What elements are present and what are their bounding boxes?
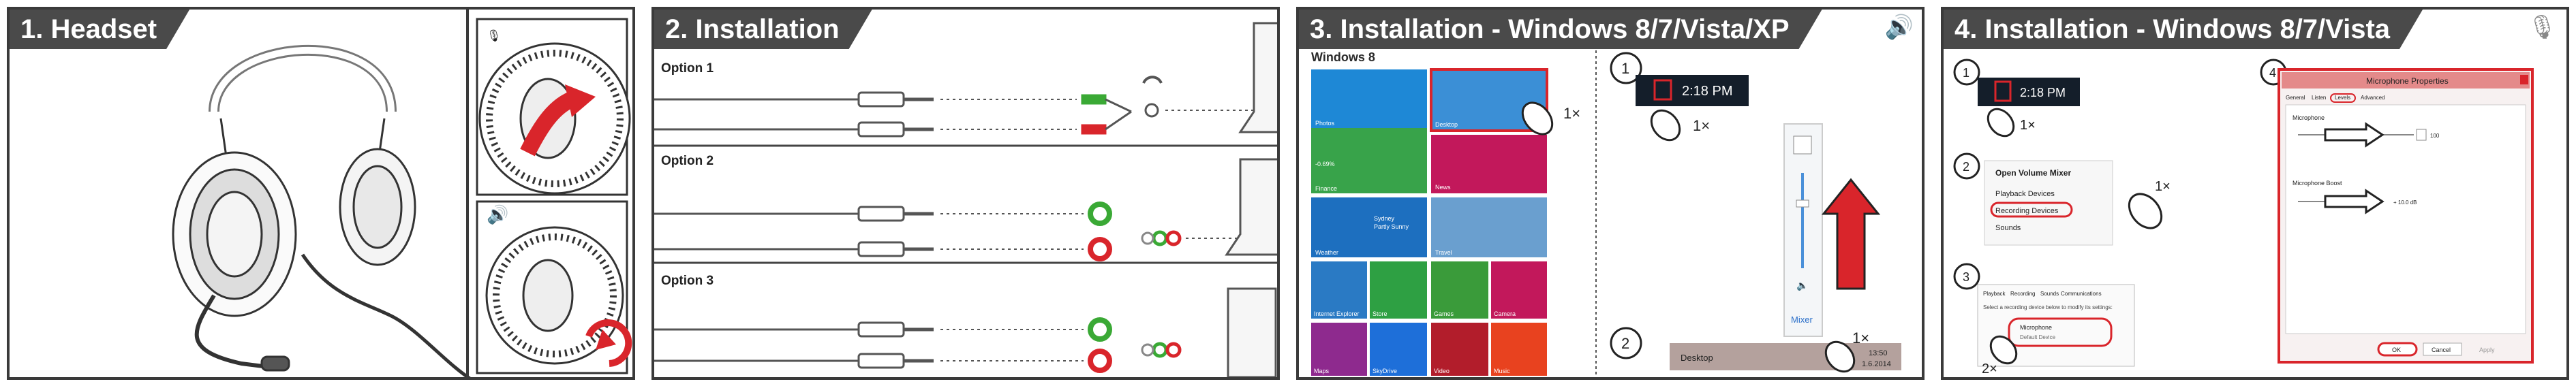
tray-clock: 2:18 PM [1682,84,1732,99]
click-count: 1× [2020,118,2036,133]
svg-text:🎙: 🎙 [487,29,502,42]
tile-desktop: Desktop [1435,121,1458,128]
start-tiles [1311,68,1548,376]
tile-video: Video [1434,368,1450,374]
sound-hint: Select a recording device below to modif… [1983,304,2113,310]
volume-wheel-detail: 🔊 [476,200,632,374]
boost-value: + 10.0 dB [2393,199,2417,206]
props-tab-advanced: Advanced [2361,95,2385,101]
mic-mute-detail: 🎙 [476,18,631,196]
tile-travel: Travel [1435,249,1452,256]
menu-playback-devices: Playback Devices [1995,190,2055,198]
tile-skydrive: SkyDrive [1373,368,1397,374]
click-count: 1× [2155,179,2171,194]
headset-illustration: 🎙 🔊 [172,10,632,377]
tile-games: Games [1434,310,1454,317]
tile-maps: Maps [1314,368,1330,374]
step-1-number: 1 [1621,60,1629,77]
step-2-number: 2 [1621,335,1629,352]
menu-sounds: Sounds [1995,224,2021,232]
panel-installation: 2. Installation Option 1 Option 2 Option… [651,7,1280,380]
weather-city: Sydney [1374,215,1395,222]
tile-weather: Weather [1315,249,1338,256]
windows-8-label: Windows 8 [1311,50,1375,64]
panel-title: 2. Installation [654,10,872,49]
tile-finance: Finance [1315,185,1337,192]
panel-recording-settings: 4. Installation - Windows 8/7/Vista 🎙 1 … [1941,7,2569,380]
recording-steps: 1 2:18 PM 1× 2 Open Volume Mixer Playbac… [1953,59,2534,376]
click-count: 1× [1563,105,1580,122]
ok-button: OK [2392,347,2401,353]
svg-text:🔈: 🔈 [1796,280,1808,291]
step-3-number: 3 [1963,270,1969,284]
device-name: Microphone [2020,324,2052,331]
tile-ie: Internet Explorer [1314,310,1360,317]
panel-title: 3. Installation - Windows 8/7/Vista/XP [1299,10,1822,49]
cancel-button: Cancel [2432,347,2451,353]
props-tab-general: General [2286,95,2305,101]
tile-music: Music [1494,368,1510,374]
mic-level-label: Microphone [2293,114,2325,121]
click-count: 2× [1982,361,1997,376]
tile-photos: Photos [1315,120,1335,127]
sound-tab-playback: Playback [1983,291,2006,297]
tile-camera: Camera [1494,310,1516,317]
sound-tab-communications: Communications [2061,291,2102,297]
panel-title: 4. Installation - Windows 8/7/Vista [1944,10,2423,49]
option-1-label: Option 1 [661,61,714,76]
panel-installation-windows: 3. Installation - Windows 8/7/Vista/XP 🔊… [1296,7,1925,380]
option-1-plugs [654,22,1277,138]
props-tab-listen: Listen [2312,95,2326,101]
panel-headset: 1. Headset [7,7,635,380]
option-2-label: Option 2 [661,154,714,168]
svg-text:🔊: 🔊 [487,204,508,225]
tile-news: News [1435,184,1451,191]
mic-level-value: 100 [2430,133,2440,139]
mouse-icon [1521,101,1554,135]
click-count: 1× [1693,117,1710,134]
tray-clock: 2:18 PM [2020,86,2066,99]
speaker-icon: 🔊 [1884,14,1914,40]
sound-tab-sounds: Sounds [2040,291,2059,297]
menu-recording-devices: Recording Devices [1995,207,2059,215]
step-1-number: 1 [1963,66,1969,80]
windows-start-screen: Photos Desktop Finance News Weather Trav… [1311,50,1901,377]
option-3-label: Option 3 [661,274,714,288]
props-tab-levels: Levels [2335,95,2350,101]
menu-open-volume-mixer: Open Volume Mixer [1995,168,2071,178]
boost-label: Microphone Boost [2293,180,2342,187]
step-2-number: 2 [1963,160,1969,174]
taskbar-label: Desktop [1681,353,1713,363]
device-sub: Default Device [2020,334,2056,340]
step-4-number: 4 [2269,66,2276,80]
weather-desc: Partly Sunny [1374,223,1409,230]
taskbar-date: 1.6.2014 [1862,360,1891,368]
option-3-plugs [654,287,1277,377]
sound-tab-recording: Recording [2010,291,2035,297]
taskbar-time: 13:50 [1869,349,1888,357]
props-title: Microphone Properties [2366,76,2449,86]
apply-button: Apply [2479,347,2495,353]
mixer-link: Mixer [1791,315,1813,325]
click-count: 1× [1852,329,1869,347]
finance-value: -0.69% [1315,161,1335,167]
tile-store: Store [1373,310,1387,317]
option-2-plugs [654,158,1277,261]
installation-diagram [654,22,1277,377]
panel-title: 1. Headset [10,10,189,49]
microphone-icon: 🎙 [2527,14,2557,40]
